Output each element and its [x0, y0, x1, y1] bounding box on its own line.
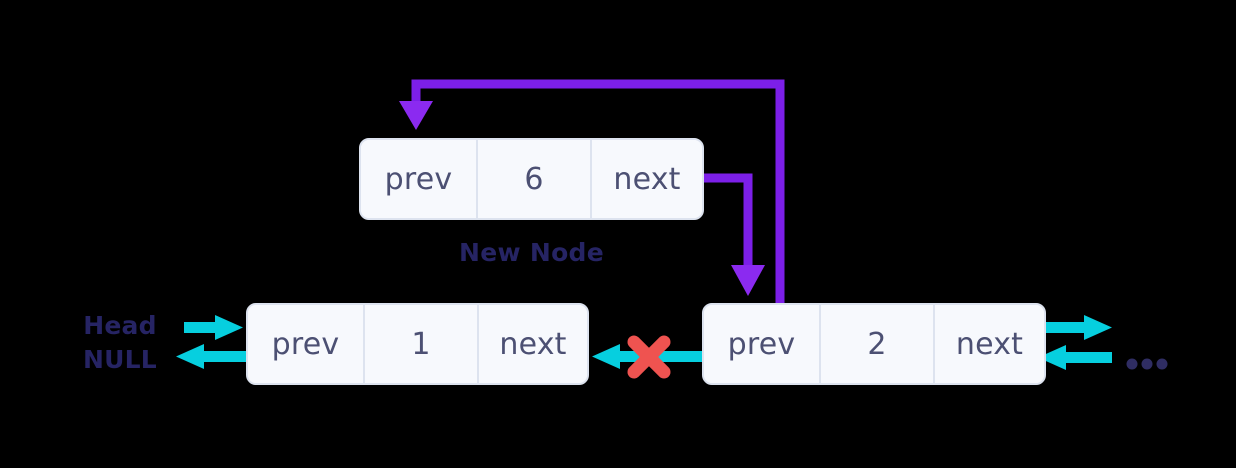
head-forward-arrow [184, 315, 243, 340]
new-node-caption: New Node [458, 238, 605, 267]
head-null-labels: Head NULL [60, 309, 180, 377]
node-two-prev-broken-arrow [592, 344, 708, 369]
rest-of-list-back-arrow [1038, 345, 1112, 370]
node-new-node: prev 6 next [359, 138, 704, 220]
node-new-prev-cell: prev [361, 140, 476, 218]
node-two-value-cell: 2 [819, 305, 933, 383]
node-two-next-cell: next [933, 305, 1044, 383]
node-two-prev-cell: prev [704, 305, 819, 383]
node-new-value-cell: 6 [476, 140, 590, 218]
null-label: NULL [83, 345, 157, 374]
node-new-next-cell: next [590, 140, 702, 218]
node-one: prev 1 next [246, 303, 589, 385]
node-one-prev-null-arrow [176, 344, 248, 369]
node-one-next-cell: next [477, 305, 587, 383]
head-label: Head [83, 311, 157, 340]
node-two-next-forward-arrow [1042, 315, 1112, 340]
node-two: prev 2 next [702, 303, 1046, 385]
node-one-value-cell: 1 [363, 305, 477, 383]
node-one-prev-cell: prev [248, 305, 363, 383]
